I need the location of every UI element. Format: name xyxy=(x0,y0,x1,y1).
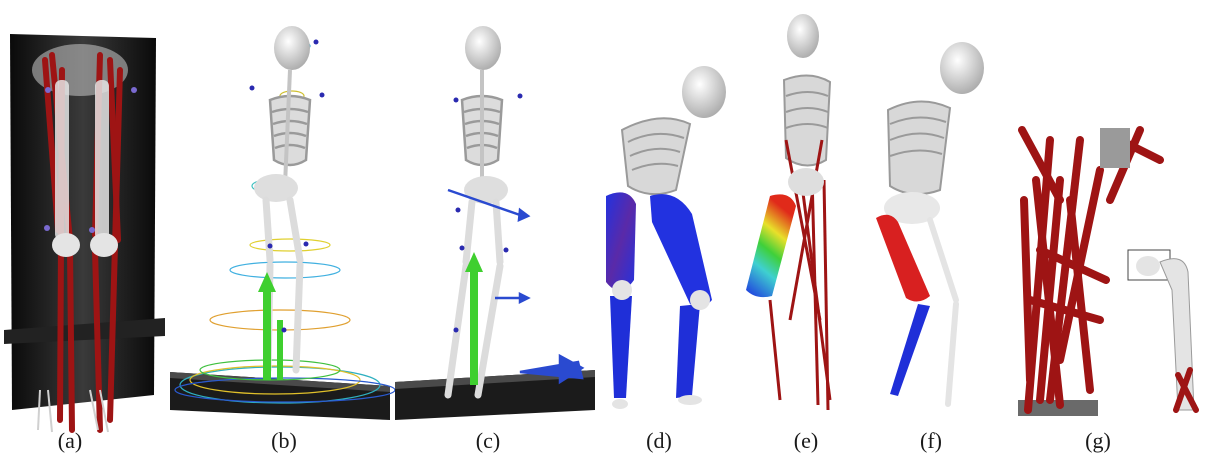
panel-label-e: (e) xyxy=(776,428,836,454)
ribcage xyxy=(784,75,830,165)
force-vectors xyxy=(258,272,283,380)
shank-muscle-left xyxy=(610,296,632,398)
panel-e-image xyxy=(746,14,830,410)
panel-label-c: (c) xyxy=(458,428,518,454)
panel-d-image xyxy=(606,66,726,409)
skull xyxy=(274,26,310,70)
shank-muscle-blue xyxy=(890,304,930,396)
panel-a-image xyxy=(4,34,165,432)
panel-f-image xyxy=(876,42,984,404)
panel-b-image xyxy=(170,26,395,420)
femur-right xyxy=(95,80,109,240)
panel-label-g: (g) xyxy=(1068,428,1128,454)
panel-label-f: (f) xyxy=(901,428,961,454)
thigh-muscle-red xyxy=(876,215,930,302)
knee-right xyxy=(90,233,118,257)
skull xyxy=(465,26,501,70)
shank-muscle-right xyxy=(676,304,700,398)
femur xyxy=(1160,259,1194,410)
skull xyxy=(787,14,819,58)
femur-left xyxy=(55,80,69,240)
femoral-head xyxy=(1136,256,1160,276)
panel-label-b: (b) xyxy=(254,428,314,454)
thigh-muscle-right xyxy=(650,194,712,307)
skull xyxy=(940,42,984,94)
vertebra xyxy=(1100,128,1130,168)
knee-left xyxy=(52,233,80,257)
ribcage xyxy=(622,118,690,194)
pelvis xyxy=(788,168,824,196)
thigh-muscle-left xyxy=(606,192,636,290)
panel-label-a: (a) xyxy=(40,428,100,454)
panel-g-image xyxy=(1018,128,1196,416)
bones xyxy=(930,220,956,404)
ribcage xyxy=(888,101,950,194)
spine xyxy=(285,70,290,185)
skull xyxy=(682,66,726,118)
panel-c-image xyxy=(395,26,595,420)
heatmap-thigh-muscle xyxy=(746,194,796,297)
panel-label-d: (d) xyxy=(629,428,689,454)
